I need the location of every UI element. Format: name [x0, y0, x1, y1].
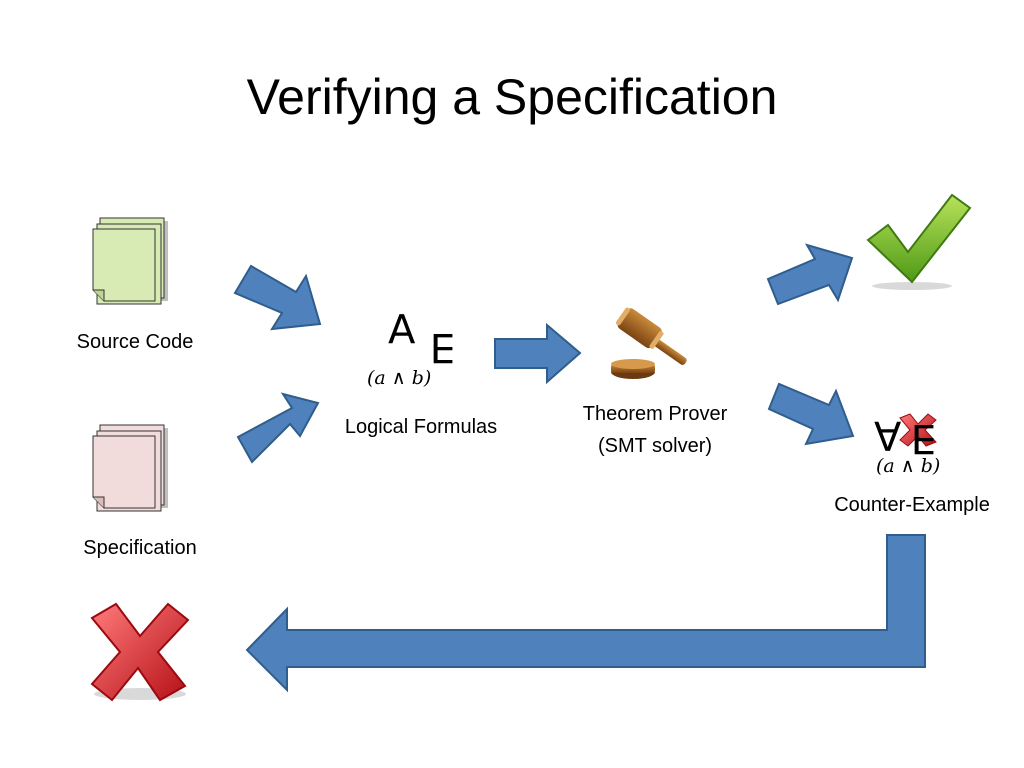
specification-label: Specification: [83, 537, 197, 559]
theorem-prover-label: Theorem Prover: [582, 403, 728, 425]
arrow-spec-to-formulas: [236, 392, 320, 464]
formula-text: (a ∧ b): [367, 367, 432, 389]
arrow-prover-to-counterexample: [767, 382, 855, 446]
source-code-label: Source Code: [76, 331, 194, 353]
checkmark-icon: [866, 193, 972, 290]
slide-title: Verifying a Specification: [246, 69, 778, 125]
arrow-source-to-formulas: [233, 264, 322, 331]
arrow-formulas-to-prover: [494, 322, 582, 385]
logical-formulas-label: Logical Formulas: [344, 416, 498, 438]
arrow-counterexample-to-failure: [245, 534, 926, 693]
specification-document-icon: [92, 424, 168, 512]
forall-symbol: ∀: [388, 304, 416, 350]
arrow-prover-to-success: [766, 243, 854, 306]
counterexample-formula-text: (a ∧ b): [876, 455, 941, 477]
counter-example-label: Counter-Example: [834, 494, 990, 516]
source-code-document-icon: [92, 217, 168, 305]
counterexample-forall-symbol: ∀: [874, 415, 902, 461]
smt-solver-label: (SMT solver): [597, 435, 713, 457]
counterexample-exists-symbol: ∃: [912, 415, 938, 461]
gavel-icon: [611, 307, 687, 379]
x-mark-icon: [90, 602, 190, 702]
exists-symbol: ∃: [431, 324, 457, 370]
small-x-mark-icon: [899, 413, 937, 447]
